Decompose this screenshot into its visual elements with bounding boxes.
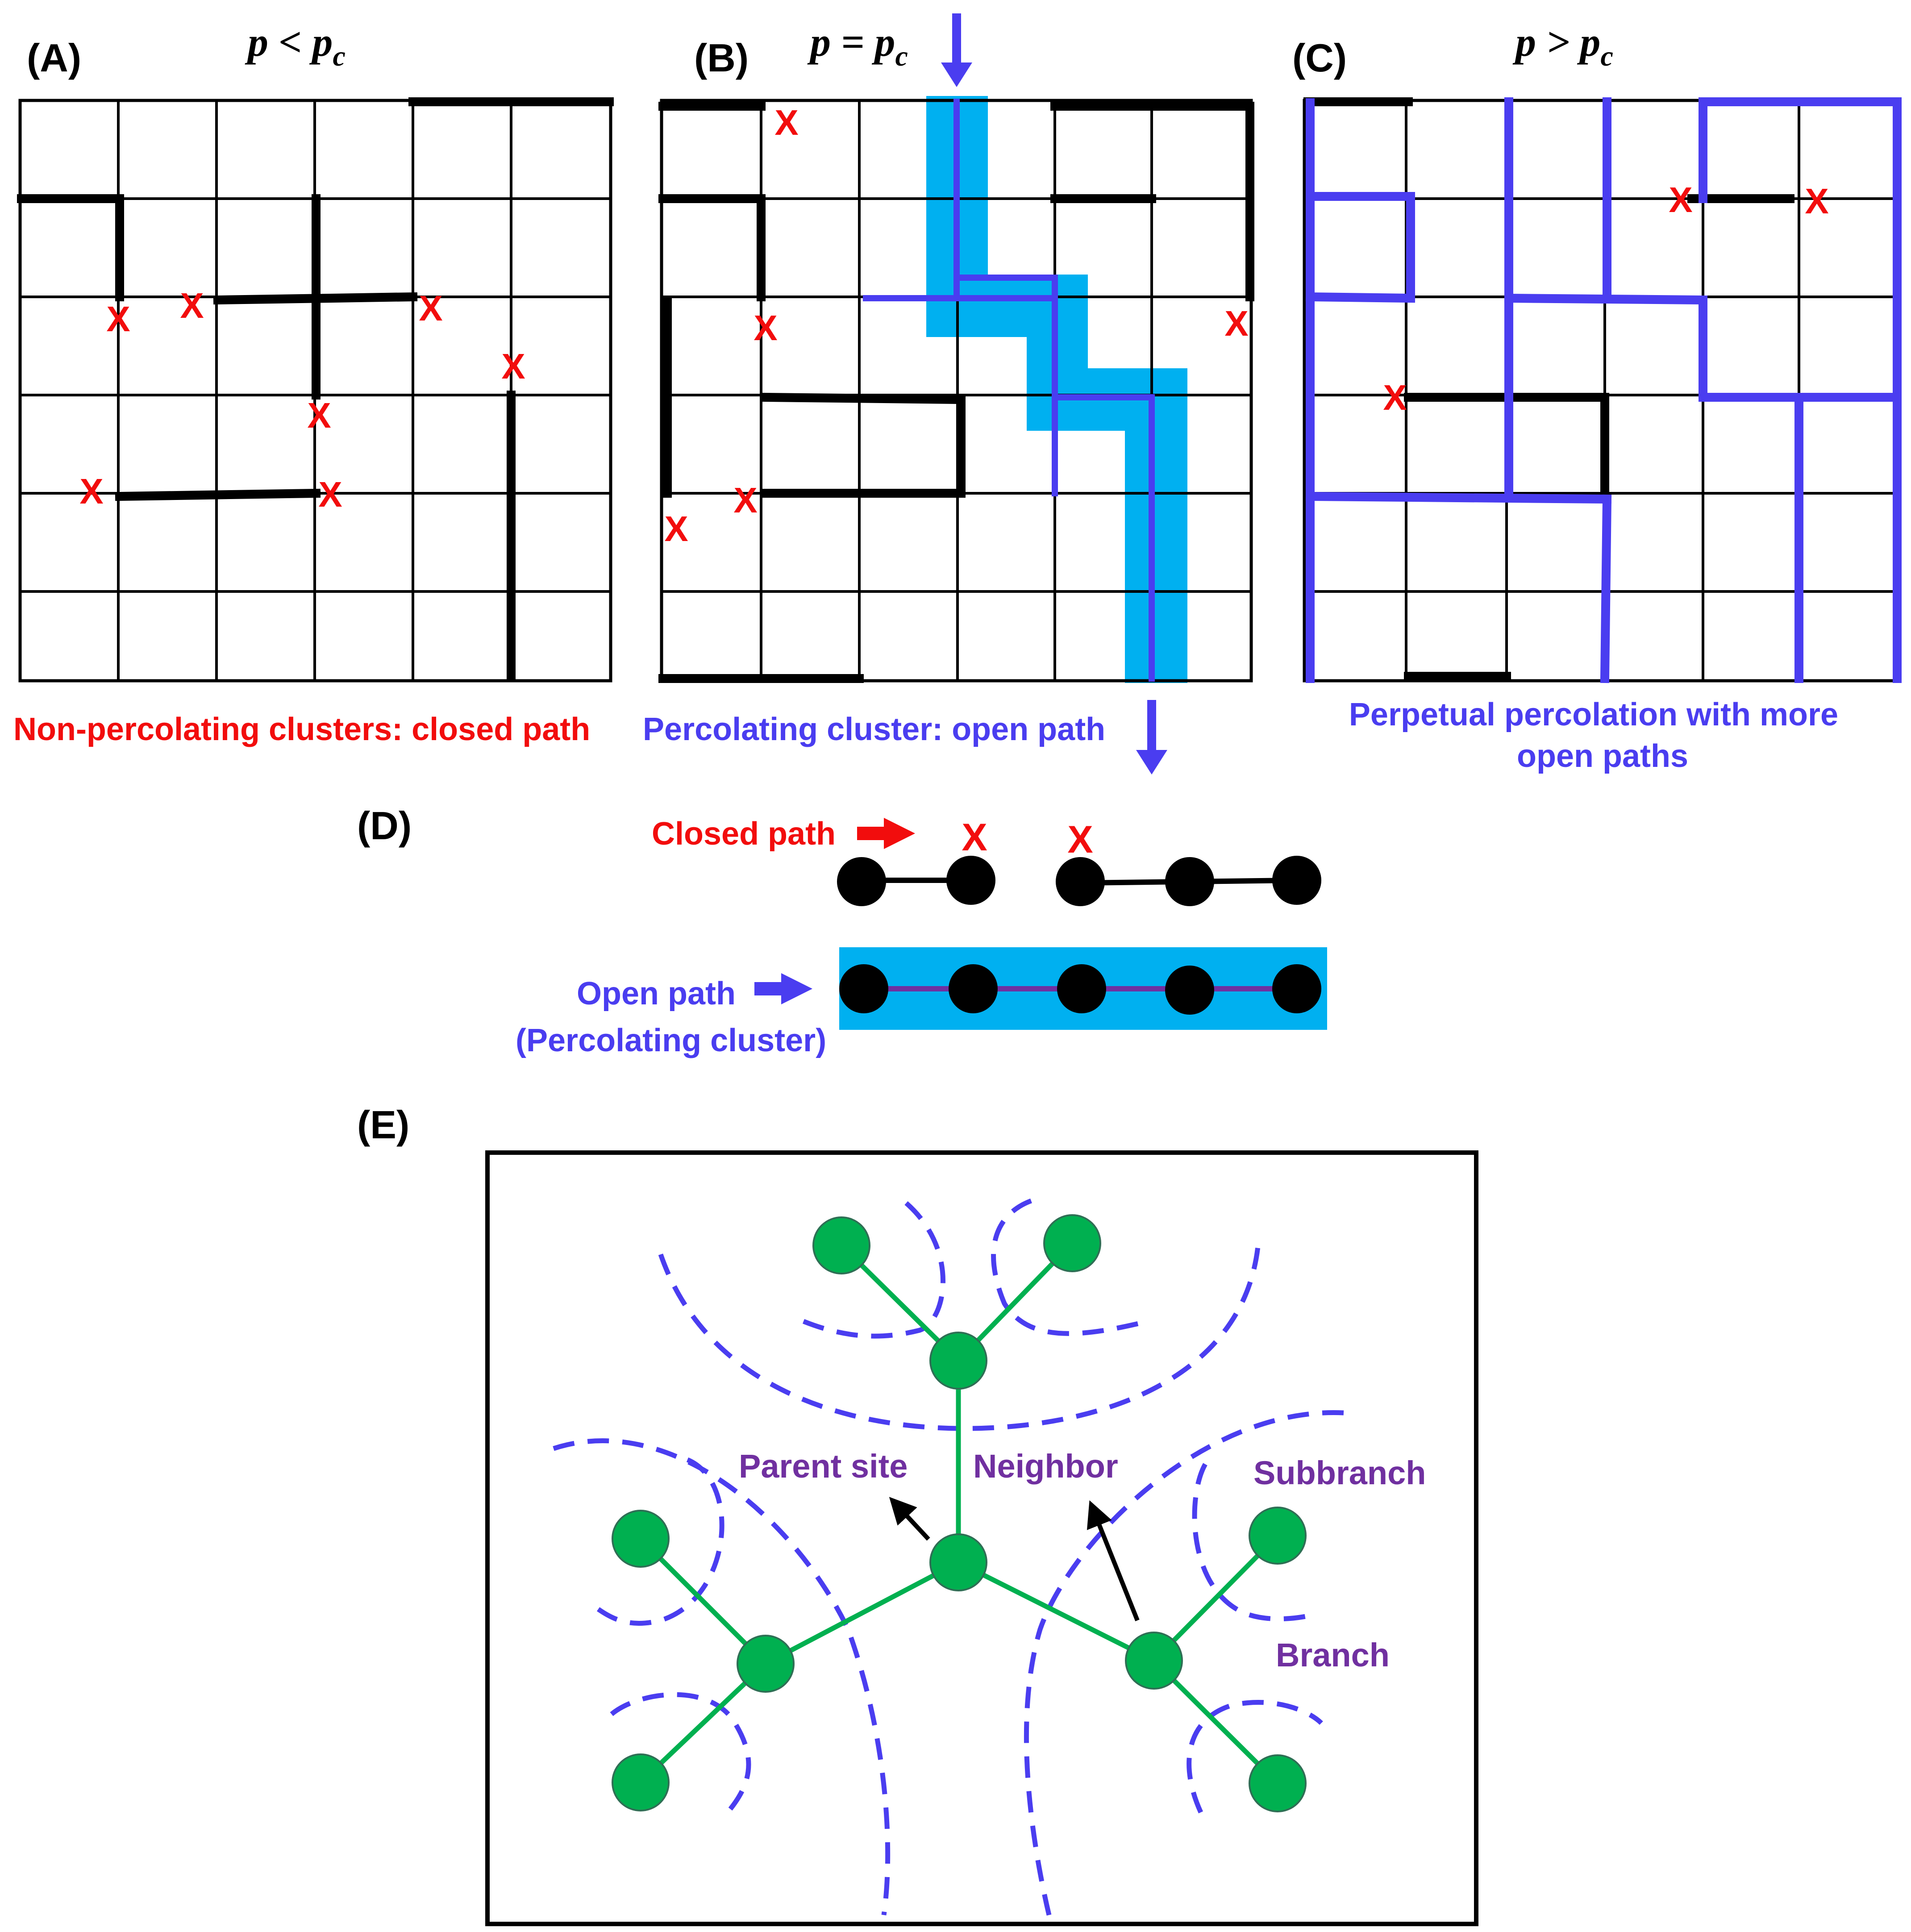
- branch-site-node: [1043, 1214, 1101, 1272]
- blocked-x-mark: X: [79, 471, 103, 511]
- flow-arrow-out-icon: [1136, 700, 1167, 774]
- closed-path-chain: [837, 856, 1321, 906]
- panel-d-label: (D): [357, 804, 412, 848]
- blocked-x-mark: X: [774, 103, 798, 142]
- panel-c-condition: p > pc: [1512, 19, 1613, 72]
- panel-c-caption-line2: open paths: [1517, 738, 1688, 774]
- flow-arrow-in-icon: [941, 13, 972, 87]
- branch-site-node: [929, 1332, 987, 1390]
- blocked-x-mark: X: [1383, 378, 1407, 417]
- open-path-chain: [839, 964, 1321, 1015]
- site-node: [1272, 964, 1321, 1013]
- panel-a: (A) p < pc X X X X X X X Non-percolating…: [13, 19, 614, 747]
- site-node: [1056, 857, 1105, 906]
- branch-site-node: [612, 1510, 670, 1568]
- branch-site-node: [812, 1216, 870, 1274]
- neighbor-label: Neighbor: [973, 1448, 1118, 1485]
- blocked-marks-a: X X X X X X X: [79, 286, 525, 514]
- blocked-x-mark: X: [1669, 180, 1692, 220]
- closed-bonds-a: [17, 97, 614, 681]
- blocked-x-mark: X: [1805, 181, 1828, 221]
- site-node: [839, 964, 888, 1013]
- site-node: [1272, 856, 1321, 905]
- parent-site-node: [929, 1533, 987, 1591]
- blocked-x-mark: X: [318, 475, 342, 514]
- branch-site-node: [1249, 1754, 1307, 1812]
- open-bonds-c: [1305, 97, 1902, 683]
- panel-c-label: (C): [1292, 36, 1347, 80]
- blocked-x-mark: X: [1067, 818, 1093, 861]
- neighbor-pointer-arrow: [1087, 1500, 1140, 1621]
- blocked-x-mark: X: [307, 396, 331, 435]
- site-node: [1165, 966, 1214, 1015]
- site-node: [949, 964, 998, 1013]
- tree-sites: [612, 1214, 1307, 1812]
- blocked-x-mark: X: [754, 308, 777, 348]
- blocked-marks-b: X X X X X: [664, 103, 1248, 549]
- closed-bonds-b: [658, 102, 1254, 683]
- site-node: [837, 857, 886, 906]
- open-path-label: Open path: [577, 976, 736, 1012]
- tree-bonds: [638, 1241, 1280, 1786]
- panel-b-label: (B): [694, 36, 749, 80]
- parent-site-pointer-arrow: [889, 1497, 930, 1541]
- subbranch-label: Subbranch: [1253, 1454, 1426, 1491]
- blocked-x-mark: X: [733, 480, 757, 520]
- panel-a-condition: p < pc: [245, 19, 346, 72]
- blocked-x-mark: X: [1224, 304, 1248, 343]
- blocked-x-mark: X: [419, 288, 442, 328]
- closed-bonds-c: [1303, 97, 1794, 681]
- parent-site-label: Parent site: [739, 1448, 908, 1485]
- blocked-x-mark: X: [501, 346, 525, 386]
- panel-e-label: (E): [357, 1103, 409, 1147]
- panel-a-caption: Non-percolating clusters: closed path: [13, 712, 590, 747]
- panel-b-caption: Percolating cluster: open path: [643, 712, 1105, 747]
- branch-site-node: [737, 1635, 795, 1693]
- panel-c-caption-line1: Perpetual percolation with more: [1349, 697, 1838, 733]
- panel-a-label: (A): [27, 36, 81, 80]
- panel-c: (C) p > pc X X: [1292, 19, 1902, 774]
- open-bonds-b: [863, 99, 1155, 682]
- open-path-arrow-icon: [754, 973, 812, 1004]
- blocked-x-mark: X: [664, 509, 688, 549]
- pointer-arrows: [889, 1497, 1140, 1621]
- panel-d: (D) Closed path X X Open path: [357, 804, 1327, 1058]
- panel-e: (E): [357, 1103, 1478, 1926]
- blocked-marks-d: X X: [962, 816, 1093, 861]
- blocked-marks-c: X X X: [1383, 180, 1828, 417]
- blocked-x-mark: X: [962, 816, 987, 859]
- branch-site-node: [612, 1753, 670, 1811]
- closed-path-label: Closed path: [652, 816, 836, 852]
- panel-b: (B) p = pc: [643, 13, 1254, 774]
- closed-path-arrow-icon: [857, 818, 915, 849]
- panel-e-frame: [485, 1150, 1478, 1926]
- panel-b-condition: p = pc: [807, 19, 908, 72]
- blocked-x-mark: X: [106, 299, 130, 339]
- open-path-sublabel: (Percolating cluster): [516, 1023, 826, 1058]
- branch-site-node: [1125, 1632, 1183, 1690]
- site-node: [946, 856, 995, 905]
- branch-site-node: [1249, 1507, 1307, 1565]
- site-node: [1165, 857, 1214, 906]
- branch-label: Branch: [1276, 1636, 1390, 1674]
- blocked-x-mark: X: [180, 286, 204, 325]
- branch-boundaries: [553, 1198, 1344, 1916]
- site-node: [1057, 964, 1106, 1013]
